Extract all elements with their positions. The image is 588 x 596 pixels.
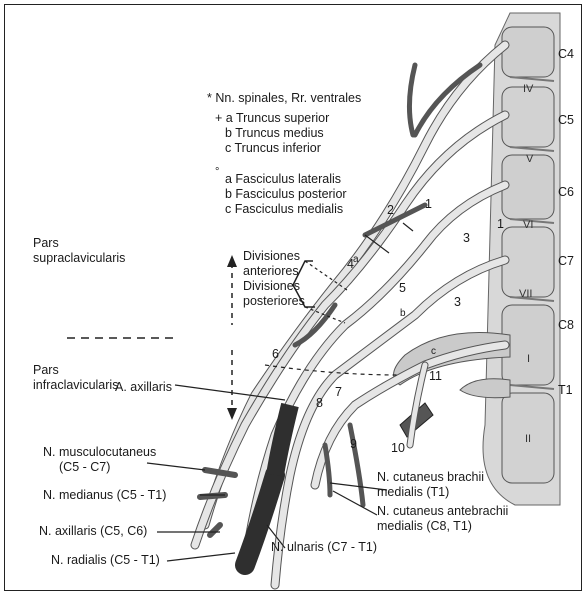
legend-trunk-b: b Truncus medius xyxy=(225,126,324,140)
label-medianus: N. medianus (C5 - T1) xyxy=(43,488,166,502)
number-1a: 1 xyxy=(425,197,432,211)
legend-trunk-c: c Truncus inferior xyxy=(225,141,321,155)
number-9: 9 xyxy=(350,437,357,451)
number-7: 7 xyxy=(335,385,342,399)
legend-trunk-a: + a Truncus superior xyxy=(215,111,329,125)
number-11: 11 xyxy=(429,369,442,383)
label-cut-antebrachii-2: medialis (C8, T1) xyxy=(377,519,472,533)
mark-a: a xyxy=(353,253,359,267)
div-ant-line1: Divisiones xyxy=(243,249,300,263)
label-n-axillaris: N. axillaris (C5, C6) xyxy=(39,524,147,538)
label-a-axillaris: A. axillaris xyxy=(115,380,172,394)
vertebra-ii: II xyxy=(525,433,531,445)
div-post-line2: posteriores xyxy=(243,294,305,308)
number-3b: 3 xyxy=(454,295,461,309)
figure-frame: * Nn. spinales, Rr. ventrales + a Truncu… xyxy=(4,4,582,591)
region-supra-line1: Pars xyxy=(33,236,59,250)
region-supra-line2: supraclavicularis xyxy=(33,251,125,265)
legend-fasc-c: c Fasciculus medialis xyxy=(225,202,343,216)
div-post-line1: Divisiones xyxy=(243,279,300,293)
number-10: 10 xyxy=(391,441,405,455)
number-6: 6 xyxy=(272,347,279,361)
vertebra-i: I xyxy=(527,353,530,365)
legend-fasc-mark: ° xyxy=(215,165,219,179)
label-musculocutaneus-1: N. musculocutaneus xyxy=(43,445,156,459)
number-1b: 1 xyxy=(497,217,504,231)
vertebra-iv: IV xyxy=(523,83,533,95)
number-8: 8 xyxy=(316,396,323,410)
label-cut-antebrachii-1: N. cutaneus antebrachii xyxy=(377,504,508,518)
label-musculocutaneus-2: (C5 - C7) xyxy=(59,460,110,474)
div-ant-line2: anteriores xyxy=(243,264,299,278)
label-cut-brachii-2: medialis (T1) xyxy=(377,485,449,499)
number-2: 2 xyxy=(387,203,394,217)
label-cut-brachii-1: N. cutaneus brachii xyxy=(377,470,484,484)
mark-b: b xyxy=(400,307,406,321)
level-c4: C4 xyxy=(558,47,574,61)
mark-c: c xyxy=(431,345,436,359)
legend-fasc-b: b Fasciculus posterior xyxy=(225,187,347,201)
rib-stub xyxy=(460,379,510,398)
level-c6: C6 xyxy=(558,185,574,199)
level-c5: C5 xyxy=(558,113,574,127)
region-infra-line2: infraclavicularis xyxy=(33,378,118,392)
vertebra-vii: VII xyxy=(519,288,532,300)
level-c8: C8 xyxy=(558,318,574,332)
label-ulnaris: N. ulnaris (C7 - T1) xyxy=(271,540,377,554)
label-radialis: N. radialis (C5 - T1) xyxy=(51,553,160,567)
vertebra-v: V xyxy=(526,153,533,165)
number-5: 5 xyxy=(399,281,406,295)
level-c7: C7 xyxy=(558,254,574,268)
vertebra-vi: VI xyxy=(523,219,533,231)
region-infra-line1: Pars xyxy=(33,363,59,377)
level-t1: T1 xyxy=(558,383,573,397)
number-3a: 3 xyxy=(463,231,470,245)
legend-spinal-roots: * Nn. spinales, Rr. ventrales xyxy=(207,91,361,105)
legend-fasc-a: a Fasciculus lateralis xyxy=(225,172,341,186)
